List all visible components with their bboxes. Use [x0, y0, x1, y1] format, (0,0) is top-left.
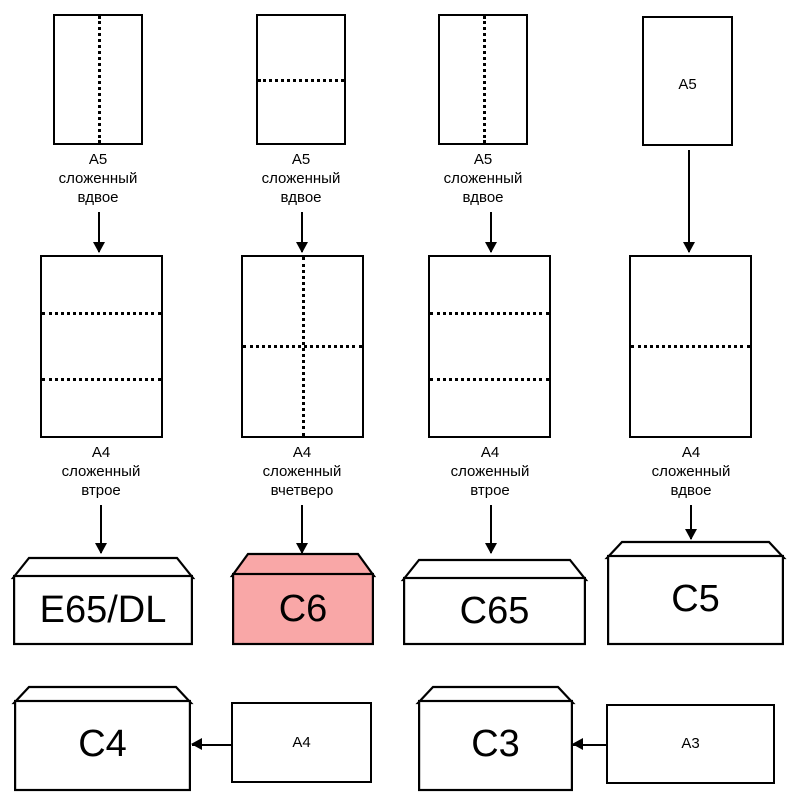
arrow-head: [485, 543, 497, 554]
sheet-a3-bottom: A3: [606, 704, 775, 784]
envelope-shape: [229, 552, 377, 646]
arrow-head: [685, 529, 697, 540]
sheet-a4-col3: [428, 255, 551, 438]
arrow-head: [191, 738, 202, 750]
envelope-shape: [400, 558, 589, 646]
arrow-head: [683, 242, 695, 253]
envelope-label: C5: [671, 578, 720, 620]
sheet-a4-col1: [40, 255, 163, 438]
envelope-c65[interactable]: C65: [400, 558, 589, 646]
sheet-a4-col4: [629, 255, 752, 438]
envelope-shape: [10, 556, 196, 646]
arrow-shaft: [490, 505, 492, 553]
envelope-c6[interactable]: C6: [229, 552, 377, 646]
fold-line-horizontal: [631, 345, 750, 348]
sheet-a4-bottom: A4: [231, 702, 372, 783]
arrow-head: [95, 543, 107, 554]
fold-line-vertical: [302, 257, 305, 436]
envelope-c3[interactable]: C3: [415, 685, 576, 792]
fold-line-horizontal: [258, 79, 344, 82]
caption-col1-middle: A4 сложенный втрое: [61, 444, 141, 499]
sheet-a5-col4: A5: [642, 16, 733, 146]
sheet-a5-col3: [438, 14, 528, 145]
envelope-shape: [11, 685, 194, 792]
caption-col3-top: A5 сложенный вдвое: [443, 151, 523, 206]
arrow-shaft: [98, 212, 100, 252]
sheet-inner-label-a4: A4: [292, 734, 311, 751]
arrow-shaft: [490, 212, 492, 252]
caption-col4-middle: A4 сложенный вдвое: [651, 444, 731, 499]
arrow-shaft: [690, 505, 692, 539]
arrow-shaft: [192, 744, 231, 746]
arrow-head: [296, 543, 308, 554]
envelope-label: C4: [78, 723, 127, 765]
fold-line-horizontal-lower: [42, 378, 161, 381]
envelope-c4[interactable]: C4: [11, 685, 194, 792]
sheet-inner-label-a3: A3: [681, 735, 700, 752]
envelope-e65-dl[interactable]: E65/DL: [10, 556, 196, 646]
caption-col1-top: A5 сложенный вдвое: [58, 151, 138, 206]
fold-line-vertical: [98, 16, 101, 143]
arrow-shaft: [301, 505, 303, 553]
envelope-c5[interactable]: C5: [604, 540, 787, 646]
fold-line-vertical: [483, 16, 486, 143]
fold-line-horizontal-lower: [430, 378, 549, 381]
sheet-a5-col1: [53, 14, 143, 145]
arrow-head: [572, 738, 583, 750]
envelope-shape: [415, 685, 576, 792]
envelope-label: E65/DL: [39, 589, 167, 631]
envelope-label: C6: [278, 588, 328, 630]
caption-col2-middle: A4 сложенный вчетверо: [262, 444, 342, 499]
arrow-head: [296, 242, 308, 253]
arrow-shaft: [688, 150, 690, 252]
sheet-a5-col2: [256, 14, 346, 145]
arrow-shaft: [301, 212, 303, 252]
envelope-label: C65: [459, 590, 530, 632]
arrow-head: [485, 242, 497, 253]
envelope-label: C3: [471, 723, 520, 765]
arrow-shaft: [573, 744, 606, 746]
sheet-inner-label-a5: A5: [678, 76, 697, 93]
caption-col3-middle: A4 сложенный втрое: [450, 444, 530, 499]
arrow-shaft: [100, 505, 102, 553]
sheet-a4-col2: [241, 255, 364, 438]
envelope-shape: [604, 540, 787, 646]
fold-line-horizontal-upper: [430, 312, 549, 315]
fold-line-horizontal-upper: [42, 312, 161, 315]
arrow-head: [93, 242, 105, 253]
caption-col2-top: A5 сложенный вдвое: [261, 151, 341, 206]
